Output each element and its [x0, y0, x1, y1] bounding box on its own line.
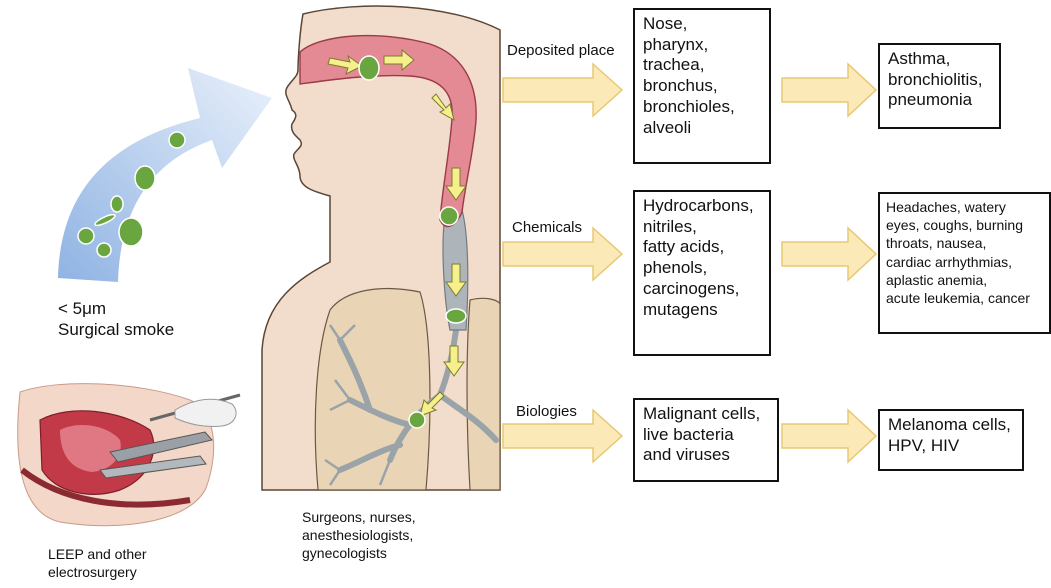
category-label-biologies: Biologies — [516, 403, 577, 420]
arrow-deposited-to-sites — [503, 64, 622, 116]
personnel-label: Surgeons, nurses, anesthesiologists, gyn… — [302, 508, 416, 563]
biological-effects-box: Melanoma cells, HPV, HIV — [878, 409, 1024, 471]
chemical-effects-box: Headaches, watery eyes, coughs, burning … — [878, 192, 1051, 334]
arrow-sites-to-diseases — [782, 64, 876, 116]
chemicals-box: Hydrocarbons, nitriles, fatty acids, phe… — [633, 190, 771, 356]
procedure-label: LEEP and other electrosurgery — [48, 546, 147, 581]
arrow-biologies-to-effects — [782, 410, 876, 462]
deposition-sites-box: Nose, pharynx, trachea, bronchus, bronch… — [633, 8, 771, 164]
respiratory-diseases-box: Asthma, bronchiolitis, pneumonia — [878, 43, 1001, 129]
category-label-deposited: Deposited place — [507, 42, 615, 59]
surgical-smoke-label: < 5μm Surgical smoke — [58, 298, 174, 341]
smoke-arrow — [58, 68, 272, 282]
smoke-label: Surgical smoke — [58, 319, 174, 340]
smoke-size: < 5μm — [58, 298, 174, 319]
human-head-illustration — [262, 6, 500, 490]
arrow-chemicals-to-effects — [782, 228, 876, 280]
biologies-box: Malignant cells, live bacteria and virus… — [633, 398, 779, 482]
leep-procedure-illustration — [10, 372, 240, 530]
category-label-chemicals: Chemicals — [512, 219, 582, 236]
